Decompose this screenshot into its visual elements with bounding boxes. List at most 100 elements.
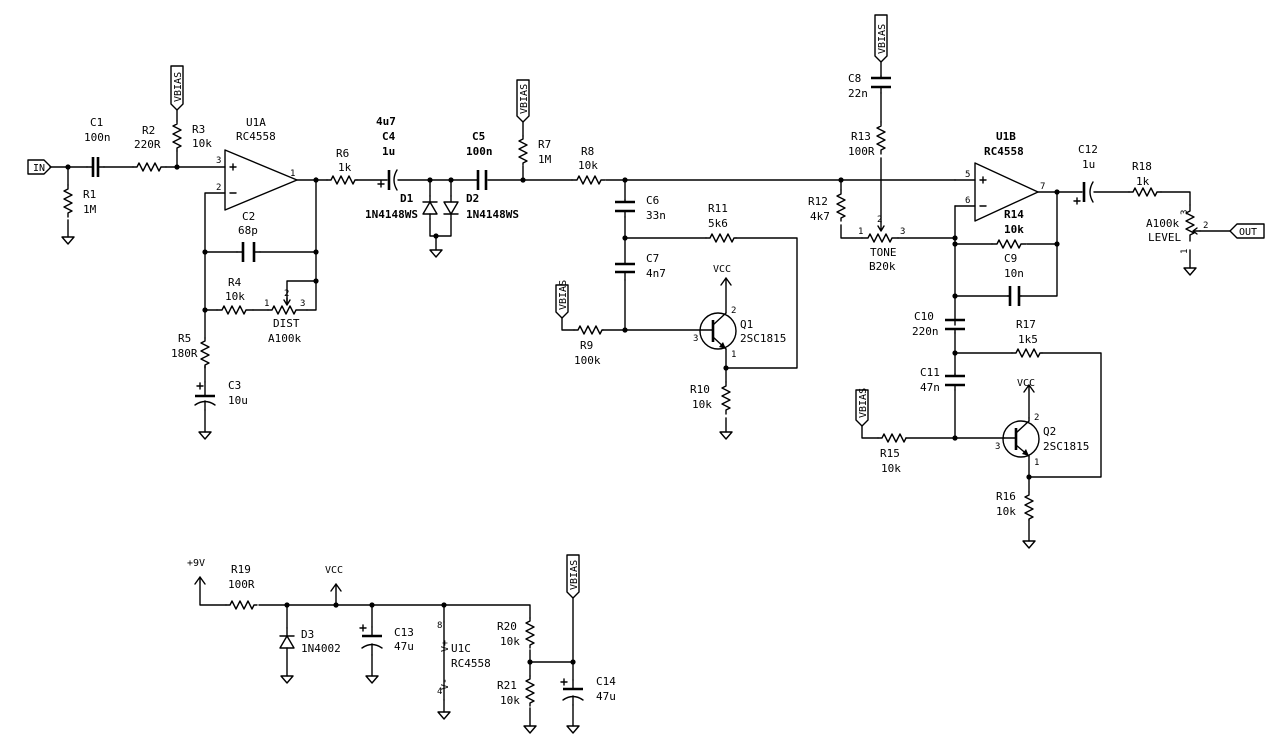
r3-ref: R3 (192, 123, 205, 136)
r12-ref: R12 (808, 195, 828, 208)
d2-value: 1N4148WS (466, 208, 519, 221)
level-ref: LEVEL (1148, 231, 1181, 244)
component-labels: C1 100n R1 1M R2 220R R3 10k U1A RC4558 … (83, 72, 1181, 707)
c12-ref: C12 (1078, 143, 1098, 156)
capacitors (86, 75, 1094, 706)
svg-text:3: 3 (1180, 210, 1190, 215)
r7-symbol (518, 135, 528, 166)
vbias-label: VBIAS (173, 72, 184, 102)
r10-symbol (721, 381, 731, 415)
d1-ref: D1 (400, 192, 414, 205)
u1a-value: RC4558 (236, 130, 276, 143)
r5-value: 180R (171, 347, 198, 360)
out-port: OUT (1229, 223, 1265, 239)
vcc-symbols: VCC VCC VCC +9V (187, 264, 1035, 592)
opamp-u1b: 5 6 7 (954, 162, 1045, 222)
in-port: IN (27, 159, 52, 175)
svg-text:3: 3 (900, 227, 905, 237)
r13-value: 100R (848, 145, 875, 158)
svg-text:3: 3 (300, 299, 305, 309)
r18-value: 1k (1136, 175, 1150, 188)
u1a-ref: U1A (246, 116, 266, 129)
svg-text:2: 2 (216, 183, 221, 193)
svg-text:1: 1 (858, 227, 863, 237)
r19-ref: R19 (231, 563, 251, 576)
q2-value: 2SC1815 (1043, 440, 1089, 453)
in-port-label: IN (33, 163, 45, 174)
d2-ref: D2 (466, 192, 479, 205)
diodes (279, 195, 459, 649)
r12-value: 4k7 (810, 210, 830, 223)
svg-text:2: 2 (877, 215, 882, 225)
r4-ref: R4 (228, 276, 242, 289)
r16-value: 10k (996, 505, 1016, 518)
svg-text:3: 3 (995, 442, 1000, 452)
c1-value: 100n (84, 131, 111, 144)
vbias-label: VBIAS (569, 560, 580, 590)
potentiometers (267, 204, 1201, 315)
svg-text:2: 2 (1034, 413, 1039, 423)
svg-text:V-: V- (440, 678, 451, 690)
pot-pin-numbers: 1 2 3 1 2 3 3 2 1 (264, 210, 1208, 309)
c2-value: 68p (238, 224, 258, 237)
r5-symbol (200, 337, 210, 369)
r19-value: 100R (228, 578, 255, 591)
ground-symbols (61, 236, 1197, 734)
r16-symbol (1024, 491, 1034, 521)
c14-ref: C14 (596, 675, 616, 688)
q1-value: 2SC1815 (740, 332, 786, 345)
r1-ref: R1 (83, 188, 96, 201)
c14-value: 47u (596, 690, 616, 703)
r2-ref: R2 (142, 124, 155, 137)
tone-ref: TONE (870, 246, 897, 259)
svg-text:7: 7 (1040, 182, 1045, 192)
r10-value: 10k (692, 398, 712, 411)
u1c-value: RC4558 (451, 657, 491, 670)
c11-value: 47n (920, 381, 940, 394)
opamp-u1a: 3 2 1 (216, 149, 298, 211)
c6-value: 33n (646, 209, 666, 222)
c11-ref: C11 (920, 366, 940, 379)
vbias-label: VBIAS (858, 388, 869, 418)
c5-ref: C5 (472, 130, 485, 143)
c2-ref: C2 (242, 210, 255, 223)
c5-value: 100n (466, 145, 493, 158)
r20-ref: R20 (497, 620, 517, 633)
r21-ref: R21 (497, 679, 517, 692)
c1-ref: C1 (90, 116, 103, 129)
vbias-label: VBIAS (877, 24, 888, 54)
c10-value: 220n (912, 325, 939, 338)
transistor-q1: 2 1 3 (693, 306, 737, 360)
c8-ref: C8 (848, 72, 861, 85)
svg-text:2: 2 (731, 306, 736, 316)
r15-ref: R15 (880, 447, 900, 460)
svg-text:1: 1 (1034, 458, 1039, 468)
d3-ref: D3 (301, 628, 314, 641)
r17-symbol (1011, 348, 1043, 358)
r13-ref: R13 (851, 130, 871, 143)
c13-value: 47u (394, 640, 414, 653)
transistor-q2: 2 1 3 (995, 413, 1040, 468)
q1-ref: Q1 (740, 318, 753, 331)
vbias-label: VBIAS (519, 84, 530, 114)
c9-ref: C9 (1004, 252, 1017, 265)
r7-ref: R7 (538, 138, 551, 151)
r15-symbol (877, 433, 907, 443)
d1-value: 1N4148WS (365, 208, 418, 221)
vbias-flags: VBIAS VBIAS VBIAS VBIAS VBIAS VBIAS (170, 14, 888, 599)
r20-value: 10k (500, 635, 520, 648)
r21-value: 10k (500, 694, 520, 707)
wires (49, 61, 1231, 727)
r9-value: 100k (574, 354, 601, 367)
u1b-value: RC4558 (984, 145, 1024, 158)
dist-value: A100k (268, 332, 301, 345)
c4-alt-value: 4u7 (376, 115, 396, 128)
opamp-u1c-power: 8 4 V+ V- (437, 621, 451, 701)
r20-symbol (525, 617, 535, 649)
svg-text:3: 3 (693, 334, 698, 344)
junction-dots (65, 164, 1060, 665)
r1-symbol (63, 184, 73, 218)
d3-value: 1N4002 (301, 642, 341, 655)
svg-text:2: 2 (284, 289, 289, 299)
r14-symbol (991, 239, 1027, 249)
